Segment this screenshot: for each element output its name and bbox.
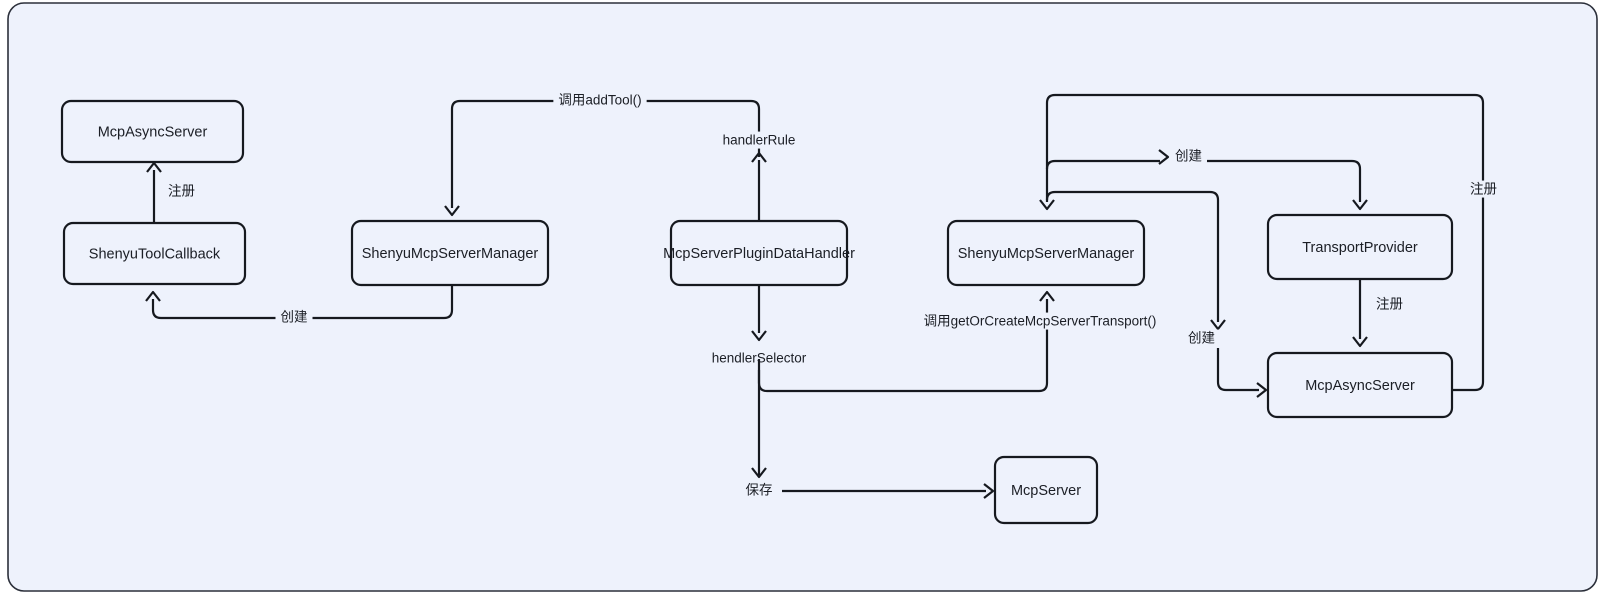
node-shenyu-mcp-server-manager-2[interactable]: ShenyuMcpServerManager bbox=[946, 219, 1146, 287]
edge-edge-get-or-create-transport[interactable]: 调用getOrCreateMcpServerTransport() bbox=[757, 290, 1162, 393]
edge-label: 创建 bbox=[281, 310, 308, 325]
edge-layer: 注册创建调用addTool()handlerRulehendlerSelecto… bbox=[145, 91, 1502, 499]
arrowhead-icon bbox=[751, 330, 767, 342]
edge-label: hendlerSelector bbox=[712, 351, 807, 366]
edge-label-backdrop bbox=[1465, 180, 1502, 198]
arrowhead-icon bbox=[1256, 382, 1268, 398]
arrowhead-icon bbox=[1039, 290, 1055, 302]
edge-edge-add-tool[interactable]: 调用addTool() bbox=[444, 91, 761, 217]
edge-path bbox=[1045, 93, 1485, 392]
arrowhead-icon bbox=[1210, 319, 1226, 331]
edge-edge-register-right[interactable]: 注册 bbox=[1039, 93, 1502, 392]
node-label: ShenyuMcpServerManager bbox=[362, 246, 539, 262]
node-box bbox=[669, 219, 849, 287]
edge-path bbox=[757, 370, 986, 493]
edge-label-backdrop bbox=[553, 91, 647, 109]
arrowhead-icon bbox=[1158, 149, 1170, 165]
node-box bbox=[946, 219, 1146, 287]
edge-label: 调用addTool() bbox=[558, 93, 641, 108]
edge-label-backdrop bbox=[918, 312, 1162, 330]
arrowhead-icon bbox=[751, 467, 767, 479]
node-mcp-server-plugin-data-handler[interactable]: McpServerPluginDataHandler bbox=[663, 219, 855, 287]
node-box bbox=[350, 219, 550, 287]
node-box bbox=[993, 455, 1099, 525]
node-shenyu-tool-callback[interactable]: ShenyuToolCallback bbox=[62, 221, 247, 286]
edge-edge-create-left[interactable]: 创建 bbox=[145, 285, 454, 326]
node-box bbox=[62, 221, 247, 286]
edge-label-backdrop bbox=[163, 182, 200, 200]
node-label: McpServer bbox=[1011, 483, 1081, 499]
arrowhead-icon bbox=[145, 290, 161, 302]
edge-label: 调用getOrCreateMcpServerTransport() bbox=[924, 314, 1157, 329]
edge-edge-handler-selector[interactable]: hendlerSelector bbox=[706, 285, 812, 367]
edge-label: 注册 bbox=[168, 184, 195, 199]
edge-label-backdrop bbox=[1183, 329, 1220, 347]
node-label: TransportProvider bbox=[1302, 240, 1418, 256]
edge-label-backdrop bbox=[275, 308, 313, 326]
node-box bbox=[1266, 213, 1454, 281]
node-transport-provider[interactable]: TransportProvider bbox=[1266, 213, 1454, 281]
edge-label: 保存 bbox=[746, 483, 773, 498]
edge-label: 创建 bbox=[1188, 331, 1215, 346]
node-box bbox=[1266, 351, 1454, 419]
node-label: ShenyuMcpServerManager bbox=[958, 246, 1135, 262]
node-box bbox=[60, 99, 245, 164]
node-mcp-server[interactable]: McpServer bbox=[993, 455, 1099, 525]
edge-label-backdrop bbox=[740, 481, 778, 499]
edge-label-backdrop bbox=[717, 131, 801, 149]
edge-label-backdrop bbox=[1371, 295, 1408, 313]
edge-label: 注册 bbox=[1376, 297, 1403, 312]
edge-edge-register-left[interactable]: 注册 bbox=[146, 161, 200, 223]
node-mcp-async-server-right[interactable]: McpAsyncServer bbox=[1266, 351, 1454, 419]
arrowhead-icon bbox=[444, 205, 460, 217]
edge-label-backdrop bbox=[706, 349, 812, 367]
edge-edge-handler-rule[interactable]: handlerRule bbox=[717, 131, 801, 221]
edge-edge-save[interactable]: 保存 bbox=[740, 370, 995, 499]
arrowhead-icon bbox=[1352, 336, 1368, 348]
arrowhead-icon bbox=[983, 483, 995, 499]
edge-label: handlerRule bbox=[723, 133, 796, 148]
node-mcp-async-server-left[interactable]: McpAsyncServer bbox=[60, 99, 245, 164]
arrowhead-icon bbox=[1352, 199, 1368, 211]
edge-label: 创建 bbox=[1175, 149, 1202, 164]
node-label: McpAsyncServer bbox=[1305, 378, 1415, 394]
node-label: McpServerPluginDataHandler bbox=[663, 246, 855, 262]
edge-edge-register-transport[interactable]: 注册 bbox=[1352, 279, 1408, 348]
arrowhead-icon bbox=[1039, 199, 1055, 211]
node-shenyu-mcp-server-manager-1[interactable]: ShenyuMcpServerManager bbox=[350, 219, 550, 287]
edge-label: 注册 bbox=[1470, 182, 1497, 197]
arrowhead-icon bbox=[751, 151, 767, 163]
node-label: McpAsyncServer bbox=[98, 124, 208, 140]
edge-label-backdrop bbox=[1170, 147, 1207, 165]
node-label: ShenyuToolCallback bbox=[89, 246, 221, 262]
diagram-panel bbox=[7, 2, 1598, 592]
